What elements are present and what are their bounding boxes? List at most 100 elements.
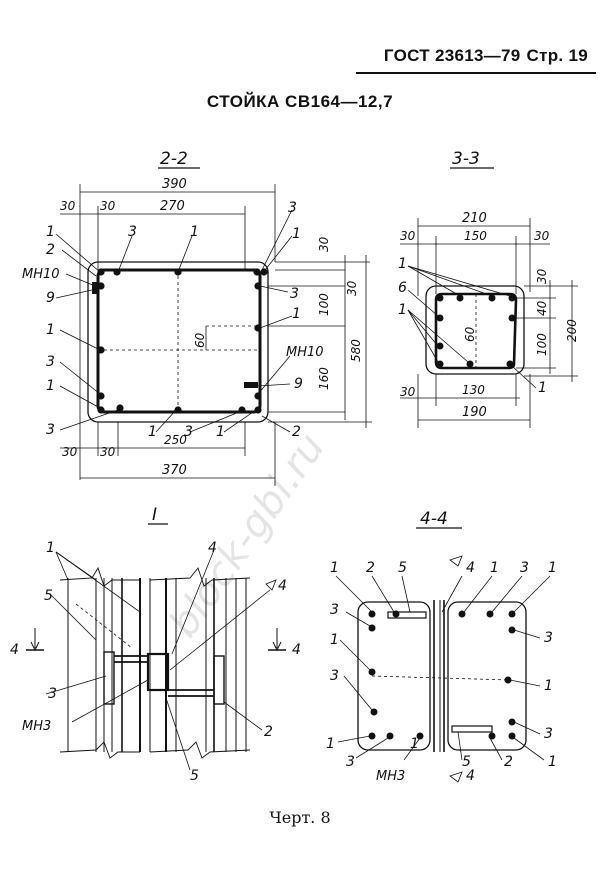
embedded-plate-mh10 bbox=[244, 382, 258, 388]
dim-130: 130 bbox=[462, 383, 485, 397]
callout: 4 bbox=[208, 540, 217, 556]
rebar-dot bbox=[508, 610, 516, 618]
dim-190: 190 bbox=[462, 405, 487, 420]
callout: 3 bbox=[184, 424, 193, 440]
callout: 2 bbox=[46, 242, 55, 258]
rebar-dot bbox=[370, 708, 378, 716]
callout: 3 bbox=[544, 726, 553, 742]
rebar-dot bbox=[368, 610, 376, 618]
callout: 5 bbox=[398, 560, 407, 576]
rebar-dot bbox=[174, 406, 182, 414]
callout: 5 bbox=[44, 588, 53, 604]
rebar-dot bbox=[368, 668, 376, 676]
section-4-4-label: 4-4 bbox=[420, 509, 448, 529]
callout: 3 bbox=[46, 354, 55, 370]
rebar-dots-3-3 bbox=[436, 294, 516, 368]
dim-30: 30 bbox=[400, 385, 416, 399]
callout: 3 bbox=[330, 668, 339, 684]
weld-symbol bbox=[265, 579, 277, 591]
rebar-dot bbox=[506, 360, 514, 368]
leaders-view-I bbox=[45, 549, 271, 771]
callout: 5 bbox=[462, 754, 471, 770]
rebar-dot bbox=[113, 268, 121, 276]
section-4-4: 4-4 bbox=[326, 509, 557, 784]
rebar-dot bbox=[254, 392, 262, 400]
callout: 1 bbox=[46, 322, 55, 338]
rebar-dot bbox=[508, 732, 516, 740]
rebar-dot bbox=[368, 732, 376, 740]
callout: 1 bbox=[292, 306, 301, 322]
rebar-dot bbox=[436, 294, 444, 302]
callout: 9 bbox=[294, 376, 303, 392]
callout: 1 bbox=[330, 560, 339, 576]
rebar-dot bbox=[116, 404, 124, 412]
watermark-text: block-gbi.ru bbox=[161, 425, 335, 646]
cut-marks-4-4 bbox=[26, 628, 286, 652]
callout: МН3 bbox=[376, 769, 405, 784]
callout: 1 bbox=[46, 378, 55, 394]
dim-100: 100 bbox=[535, 333, 549, 356]
rebar-dot bbox=[508, 314, 516, 322]
callout: 2 bbox=[504, 754, 513, 770]
rebar-dot bbox=[238, 406, 246, 414]
callout: МН10 bbox=[22, 267, 60, 282]
callout: 1 bbox=[548, 754, 557, 770]
rebar-dots-2-2 bbox=[97, 268, 268, 414]
callout: МН10 bbox=[286, 345, 324, 360]
weld-symbol bbox=[449, 771, 463, 783]
dim-60: 60 bbox=[463, 326, 477, 342]
rebar-dot bbox=[486, 610, 494, 618]
rebar-dots-4-4 bbox=[368, 610, 516, 740]
dim-250: 250 bbox=[164, 433, 187, 447]
rebar-cage-3-3 bbox=[434, 292, 518, 370]
callouts-4-4: 1 2 5 4 1 3 1 3 1 3 1 3 3 1 3 1 1 МН3 4 … bbox=[326, 560, 557, 784]
rebar-dot bbox=[508, 718, 516, 726]
rebar-cage-2-2 bbox=[96, 268, 262, 414]
dim-390: 390 bbox=[162, 177, 187, 192]
rebar-dot bbox=[368, 624, 376, 632]
view-I-label: I bbox=[152, 505, 157, 525]
rebar-dot bbox=[436, 360, 444, 368]
callout: 3 bbox=[288, 200, 297, 216]
page-number: Стр. 19 bbox=[526, 46, 588, 65]
rebar-dot bbox=[97, 282, 105, 290]
standard-number: ГОСТ 23613—79 bbox=[383, 46, 521, 65]
dim-150: 150 bbox=[464, 229, 487, 243]
callout: 3 bbox=[128, 224, 137, 240]
callouts-2-2: 1 2 МН10 9 1 3 1 3 3 1 3 1 3 1 МН10 9 1 … bbox=[22, 200, 324, 440]
weld-symbol bbox=[449, 555, 463, 567]
document-header: ГОСТ 23613—79 Стр. 19 bbox=[384, 46, 588, 66]
dim-30: 30 bbox=[100, 199, 116, 213]
dim-160: 160 bbox=[317, 367, 331, 390]
section-2-2-label: 2-2 bbox=[160, 149, 188, 169]
leaders-4-4 bbox=[335, 575, 551, 761]
callout: 3 bbox=[46, 422, 55, 438]
dim-40: 40 bbox=[535, 300, 549, 316]
section-2-2: 2-2 bbox=[22, 149, 372, 486]
section-4-4-outlines bbox=[357, 600, 527, 752]
leaders-2-2 bbox=[55, 209, 293, 433]
cut-label-right: 4 bbox=[292, 642, 301, 658]
callout: 1 bbox=[538, 380, 547, 396]
callouts-3-3: 1 6 1 1 bbox=[398, 256, 547, 396]
drawing-title: СТОЙКА СВ164—12,7 bbox=[206, 92, 394, 111]
dim-580: 580 bbox=[349, 339, 363, 362]
callout: 1 bbox=[544, 678, 553, 694]
dim-100: 100 bbox=[317, 293, 331, 316]
leaders-3-3 bbox=[407, 265, 537, 389]
rebar-dot bbox=[488, 294, 496, 302]
dim-30: 30 bbox=[400, 229, 416, 243]
callout: 3 bbox=[330, 602, 339, 618]
callout: 1 bbox=[326, 736, 335, 752]
callout: 3 bbox=[520, 560, 529, 576]
callout: 5 bbox=[190, 768, 199, 784]
callout: 1 bbox=[292, 226, 301, 242]
rebar-dot bbox=[458, 610, 466, 618]
rebar-dot bbox=[508, 626, 516, 634]
callout: 3 bbox=[48, 686, 57, 702]
callout: 1 bbox=[190, 224, 199, 240]
view-I: I bbox=[10, 505, 301, 784]
section-3-3: 3-3 bbox=[398, 149, 579, 428]
rebar-dot bbox=[392, 610, 400, 618]
